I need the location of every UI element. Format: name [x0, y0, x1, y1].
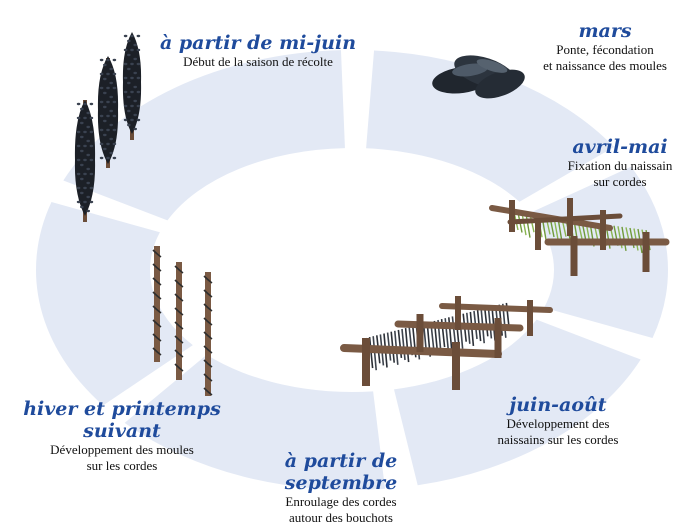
stage-title: juin-août: [509, 394, 607, 416]
mussel-covered-poles-icon: [74, 32, 142, 222]
stage-title: à partir de mi-juin: [159, 32, 357, 54]
stage-label-hiver-printemps: hiver et printemps suivant Développement…: [20, 398, 224, 474]
cycle-ring-segment: [124, 354, 386, 491]
stage-title: avril-mai: [572, 136, 668, 158]
cycle-ring-segment: [366, 50, 614, 202]
stage-label-septembre: à partir de septembre Enroulage des cord…: [228, 450, 454, 526]
green-rope-rack-icon: [489, 198, 670, 276]
mussels-icon: [432, 55, 525, 99]
stage-desc-line: Fixation du naissain: [567, 158, 673, 173]
stage-desc-line: Début de la saison de récolte: [183, 54, 333, 69]
stage-desc-line: et naissance des moules: [543, 58, 667, 73]
stage-title: hiver et printemps: [23, 398, 221, 420]
stage-desc-line: Développement des moules: [50, 442, 194, 457]
cycle-ring-segment: [393, 319, 641, 486]
stage-label-mi-juin: à partir de mi-juin Début de la saison d…: [152, 32, 364, 70]
cycle-ring-segment: [35, 202, 193, 406]
bouchot-poles-icon: [152, 246, 213, 396]
stage-title: mars: [578, 20, 632, 42]
stage-title: suivant: [83, 420, 161, 442]
stage-desc-line: Ponte, fécondation: [556, 42, 654, 57]
stage-label-avril-mai: avril-mai Fixation du naissain sur corde…: [545, 136, 695, 190]
stage-title: à partir de septembre: [284, 450, 398, 494]
stage-desc-line: autour des bouchots: [289, 510, 393, 525]
stage-desc-line: sur cordes: [593, 174, 647, 189]
stage-label-mars: mars Ponte, fécondation et naissance des…: [520, 20, 690, 74]
stage-desc-line: Développement des: [506, 416, 610, 431]
stage-desc-line: sur les cordes: [86, 458, 158, 473]
cycle-ring: [35, 50, 668, 491]
dark-rope-rack-icon: [340, 296, 553, 390]
cycle-ring-segment: [63, 50, 345, 221]
cycle-ring-segment: [530, 166, 668, 338]
stage-desc-line: Enroulage des cordes: [285, 494, 397, 509]
stage-label-juin-aout: juin-août Développement des naissains su…: [478, 394, 638, 448]
stage-desc-line: naissains sur les cordes: [497, 432, 619, 447]
